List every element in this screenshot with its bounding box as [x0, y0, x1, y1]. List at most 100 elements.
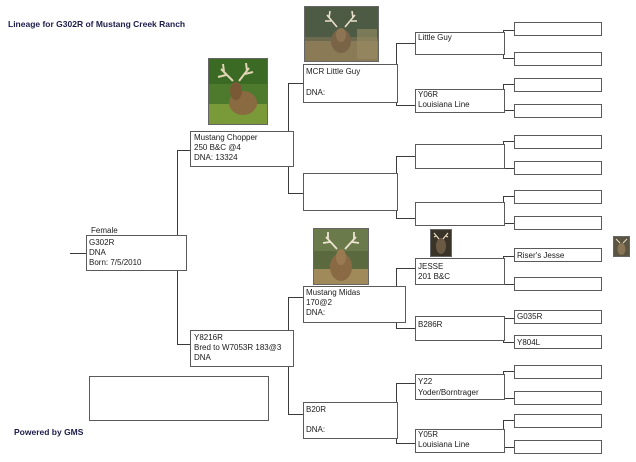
sire-box[interactable]: [190, 131, 294, 167]
dam-name: Y8216R: [194, 333, 223, 342]
connector: [70, 253, 88, 254]
gen5-box[interactable]: [514, 22, 602, 36]
dam-sire-name: Mustang Midas: [306, 288, 361, 297]
subject-sex-label: Female: [91, 226, 118, 235]
connector: [288, 414, 304, 415]
deer-photo-mustang-midas: [313, 228, 369, 285]
connector: [288, 297, 304, 298]
footer-powered-by: Powered by GMS: [14, 427, 84, 437]
gen5-box[interactable]: [514, 335, 602, 349]
gen5-box[interactable]: [514, 135, 602, 149]
connector: [503, 168, 515, 169]
connector: [396, 328, 416, 329]
dam-box[interactable]: [190, 330, 294, 367]
sire-sire-dna: DNA:: [306, 88, 326, 97]
gen4-box-7[interactable]: [415, 374, 505, 400]
gen4-jesse: JESSE: [418, 262, 444, 271]
gen5-box[interactable]: [514, 310, 602, 324]
dam-dam-dna: DNA:: [306, 425, 326, 434]
dam-bred-to: Bred to W7053R 183@3: [194, 343, 282, 352]
gen5-risers-jesse: Riser's Jesse: [517, 251, 565, 260]
connector: [396, 383, 416, 384]
connector: [503, 447, 515, 448]
gen4-y22: Y22: [418, 377, 433, 386]
gen5-box[interactable]: [514, 248, 602, 262]
gen5-box[interactable]: [514, 190, 602, 204]
sire-score: 250 B&C @4: [194, 143, 241, 152]
gen5-box[interactable]: [514, 365, 602, 379]
gen4-box-5[interactable]: [415, 258, 505, 285]
connector: [177, 344, 191, 345]
gen5-box[interactable]: [514, 52, 602, 66]
gen4-jesse-score: 201 B&C: [418, 272, 451, 281]
connector: [396, 218, 416, 219]
connector: [396, 105, 416, 106]
connector: [503, 84, 515, 85]
connector: [503, 398, 515, 399]
gen4-box-4[interactable]: [415, 202, 505, 226]
sire-sire-box[interactable]: [303, 64, 398, 103]
dam-sire-score: 170@2: [306, 298, 332, 307]
dam-dna: DNA: [194, 353, 211, 362]
gen5-box[interactable]: [514, 440, 602, 454]
deer-photo-mcr-little-guy: [304, 6, 379, 62]
connector: [396, 43, 416, 44]
connector: [503, 420, 515, 421]
gen4-box-3[interactable]: [415, 144, 505, 169]
sire-name: Mustang Chopper: [194, 133, 258, 142]
gen5-box[interactable]: [514, 277, 602, 291]
notes-box[interactable]: [89, 376, 269, 421]
gen4-y06r: Y06R: [418, 90, 439, 99]
gen4-yoder: Yoder/Borntrager: [418, 388, 479, 397]
deer-photo-jesse: [430, 229, 452, 257]
connector: [396, 268, 416, 269]
connector: [503, 256, 515, 257]
connector: [503, 58, 515, 59]
sire-sire-name: MCR Little Guy: [306, 67, 361, 76]
subject-name: G302R: [89, 238, 115, 247]
gen5-box[interactable]: [514, 161, 602, 175]
gen4-louisiana-line-1: Louisiana Line: [418, 100, 470, 109]
gen5-box[interactable]: [514, 414, 602, 428]
gen4-box-8[interactable]: [415, 429, 505, 453]
gen4-louisiana-line-2: Louisiana Line: [418, 440, 470, 449]
dam-dam-name: B20R: [306, 405, 327, 414]
gen5-box[interactable]: [514, 78, 602, 92]
connector: [503, 342, 515, 343]
subject-box[interactable]: [86, 235, 187, 271]
gen4-b286r: B286R: [418, 320, 443, 329]
connector: [503, 371, 515, 372]
subject-dna: DNA: [89, 248, 106, 257]
sire-dna: DNA: 13324: [194, 153, 238, 162]
gen4-y05r: Y05R: [418, 430, 439, 439]
subject-born: Born: 7/5/2010: [89, 258, 142, 267]
connector: [503, 110, 515, 111]
page-title: Lineage for G302R of Mustang Creek Ranch: [8, 19, 186, 29]
deer-photo-mustang-chopper: [208, 58, 268, 125]
gen5-box[interactable]: [514, 391, 602, 405]
connector: [503, 30, 515, 31]
connector: [177, 150, 191, 151]
gen5-box[interactable]: [514, 216, 602, 230]
connector: [288, 193, 304, 194]
dam-sire-box[interactable]: [303, 286, 406, 323]
connector: [396, 156, 416, 157]
gen5-y804l: Y804L: [517, 338, 541, 347]
gen4-box-2[interactable]: [415, 89, 505, 113]
connector: [503, 196, 515, 197]
connector: [503, 284, 515, 285]
gen4-box-6[interactable]: [415, 316, 505, 341]
deer-photo-risers-jesse: [613, 236, 630, 257]
sire-dam-box[interactable]: [303, 173, 398, 211]
dam-dam-box[interactable]: [303, 402, 398, 439]
gen4-little-guy: Little Guy: [418, 33, 452, 42]
connector: [503, 223, 515, 224]
gen4-box-1[interactable]: [415, 32, 505, 55]
gen5-g035r: G035R: [517, 312, 543, 321]
connector: [288, 83, 304, 84]
dam-sire-dna: DNA:: [306, 308, 326, 317]
gen5-box[interactable]: [514, 104, 602, 118]
connector: [396, 443, 416, 444]
connector: [503, 318, 515, 319]
connector: [503, 141, 515, 142]
